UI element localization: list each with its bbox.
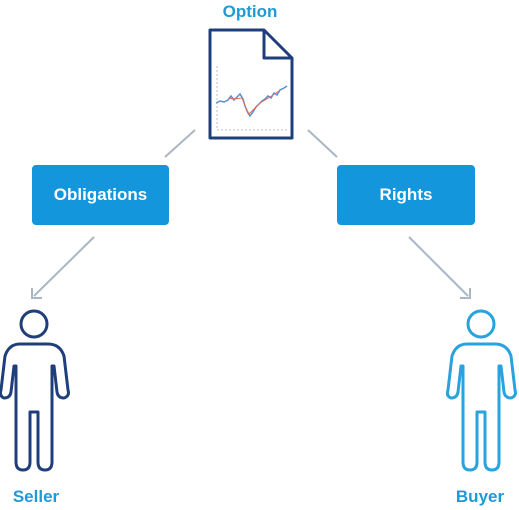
seller-label: Seller xyxy=(12,487,60,506)
arrowhead-buyer xyxy=(460,288,471,299)
price-chart-line xyxy=(215,85,288,118)
option-title: Option xyxy=(222,2,278,21)
rights-box: Rights xyxy=(337,165,475,225)
seller-person-icon xyxy=(0,309,70,472)
option-document-icon xyxy=(208,28,294,140)
buyer-label: Buyer xyxy=(455,487,505,506)
obligations-box: Obligations xyxy=(32,165,169,225)
connector-option-to-rights xyxy=(307,129,338,158)
arrowhead-seller xyxy=(31,288,42,299)
arrow-rights-to-buyer xyxy=(408,236,469,297)
rights-label: Rights xyxy=(379,185,433,204)
connector-option-to-obligations xyxy=(164,129,196,158)
arrow-obligations-to-seller xyxy=(33,236,95,297)
buyer-person-icon xyxy=(445,309,517,472)
obligations-label: Obligations xyxy=(53,185,148,204)
